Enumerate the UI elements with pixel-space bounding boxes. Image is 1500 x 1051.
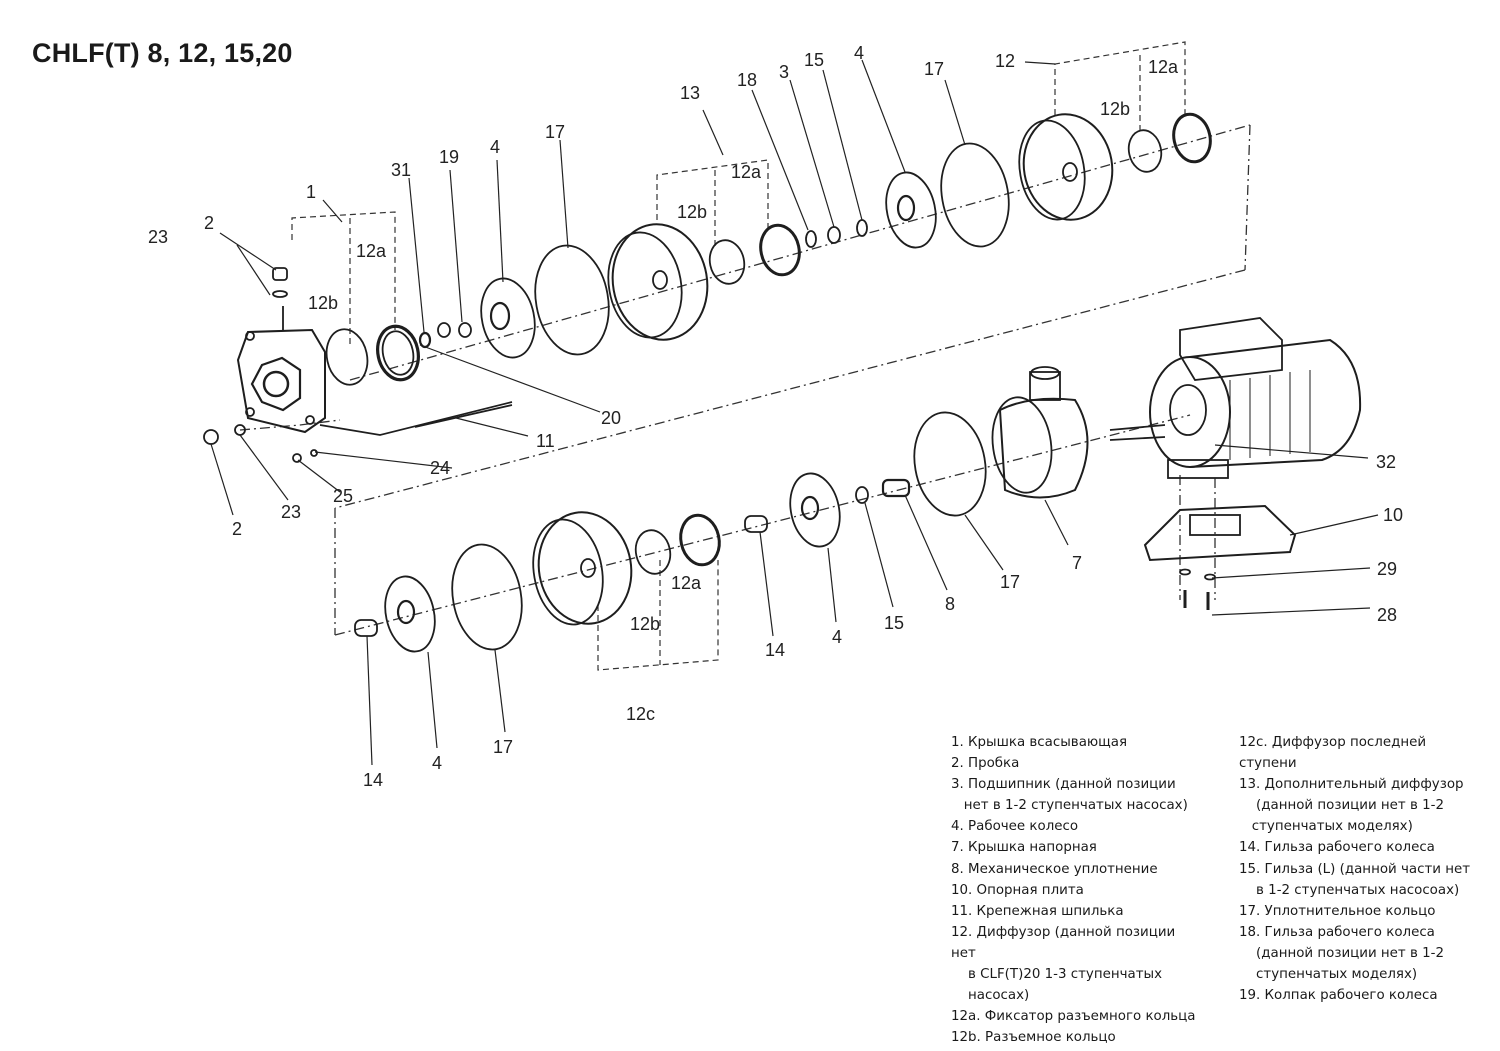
callout-12-top: 12 [995, 51, 1015, 71]
callout-2-bottom: 2 [232, 519, 242, 539]
callout-19: 19 [439, 147, 459, 167]
callout-4-upper-left: 4 [490, 137, 500, 157]
callout-11: 11 [536, 431, 555, 451]
legend-item: 14. Гильза рабочего колеса [1239, 840, 1435, 856]
legend-item: 1. Крышка всасывающая [951, 735, 1128, 750]
legend-item: 7. Крышка напорная [951, 840, 1097, 856]
legend-item: 12. Диффузор (данной позиции [951, 924, 1176, 940]
callout-24: 24 [430, 458, 450, 478]
callout-13: 13 [680, 83, 700, 103]
legend-item: в CLF(T)20 1-3 ступенчатых [951, 967, 1162, 983]
callout-12b-top: 12b [1100, 99, 1130, 119]
parts-legend-right: 12c. Диффузор последней ступени 13. Допо… [1239, 732, 1470, 1006]
callout-4-top: 4 [854, 43, 864, 63]
legend-item: 13. Дополнительный диффузор [1239, 777, 1464, 793]
callout-29: 29 [1377, 559, 1397, 579]
callout-7: 7 [1072, 553, 1082, 573]
legend-item: 12c. Диффузор последней [1239, 735, 1427, 750]
callout-3: 3 [779, 62, 789, 82]
callout-12c: 12c [626, 704, 655, 724]
callout-12b-mid: 12b [677, 202, 707, 222]
legend-item: в 1-2 ступенчатых насосоах) [1239, 882, 1460, 898]
legend-item: насосах) [951, 988, 1030, 1004]
callout-12a-bottom: 12a [671, 573, 702, 593]
callout-17-bottom: 17 [493, 737, 513, 757]
legend-item: (данной позиции нет в 1-2 [1239, 798, 1444, 814]
callout-14-bottom-left: 14 [363, 770, 383, 790]
callout-20: 20 [601, 408, 621, 428]
legend-item: 8. Механическое уплотнение [951, 861, 1158, 877]
legend-item: нет в 1-2 ступенчатых насосах) [951, 798, 1188, 814]
callout-1: 1 [306, 182, 316, 202]
legend-item: 3. Подшипник (данной позиции [951, 777, 1176, 793]
legend-item: 12a. Фиксатор разъемного кольца [951, 1009, 1196, 1025]
parts-legend-left: 1. Крышка всасывающая 2. Пробка 3. Подши… [951, 732, 1196, 1051]
callout-23-top: 23 [148, 227, 168, 247]
callout-2-top: 2 [204, 213, 214, 233]
callout-25: 25 [333, 486, 353, 506]
callout-17-top: 17 [924, 59, 944, 79]
callout-12a-top: 12a [1148, 57, 1179, 77]
callout-14-mid: 14 [765, 640, 785, 660]
legend-item: нет [951, 945, 976, 961]
callout-4-bottom-right: 4 [832, 627, 842, 647]
callout-17-upper-left: 17 [545, 122, 565, 142]
diagram-title: CHLF(T) 8, 12, 15,20 [32, 38, 293, 68]
legend-item: 19. Колпак рабочего колеса [1239, 988, 1438, 1004]
callout-12b-bottom: 12b [630, 614, 660, 634]
legend-item: 10. Опорная плита [951, 882, 1084, 898]
callout-23-bottom: 23 [281, 502, 301, 522]
callout-12a-mid: 12a [731, 162, 762, 182]
callout-12b-left: 12b [308, 293, 338, 313]
legend-item: 12b. Разъемное кольцо [951, 1030, 1116, 1046]
legend-item: 18. Гильза рабочего колеса [1239, 924, 1435, 940]
callout-15-top: 15 [804, 50, 824, 70]
legend-item: 17. Уплотнительное кольцо [1239, 903, 1436, 919]
callout-18: 18 [737, 70, 757, 90]
callout-10: 10 [1383, 505, 1403, 525]
callout-28: 28 [1377, 605, 1397, 625]
legend-item: ступенчатых моделях) [1239, 819, 1413, 835]
legend-item: 2. Пробка [951, 756, 1020, 772]
legend-item: ступени [1239, 756, 1297, 772]
legend-item: (данной позиции нет в 1-2 [1239, 945, 1444, 961]
callout-4-bottom-left: 4 [432, 753, 442, 773]
callout-8: 8 [945, 594, 955, 614]
legend-item: 15. Гильза (L) (данной части нет [1239, 861, 1471, 877]
legend-item: ступенчатых моделях) [1239, 967, 1418, 983]
callout-17-right: 17 [1000, 572, 1020, 592]
callout-12a-left: 12a [356, 241, 387, 261]
legend-item: 11. Крепежная шпилька [951, 903, 1124, 919]
callout-15-bottom: 15 [884, 613, 904, 633]
callout-31: 31 [391, 160, 411, 180]
legend-item: 4. Рабочее колесо [951, 819, 1079, 835]
callout-32: 32 [1376, 452, 1396, 472]
